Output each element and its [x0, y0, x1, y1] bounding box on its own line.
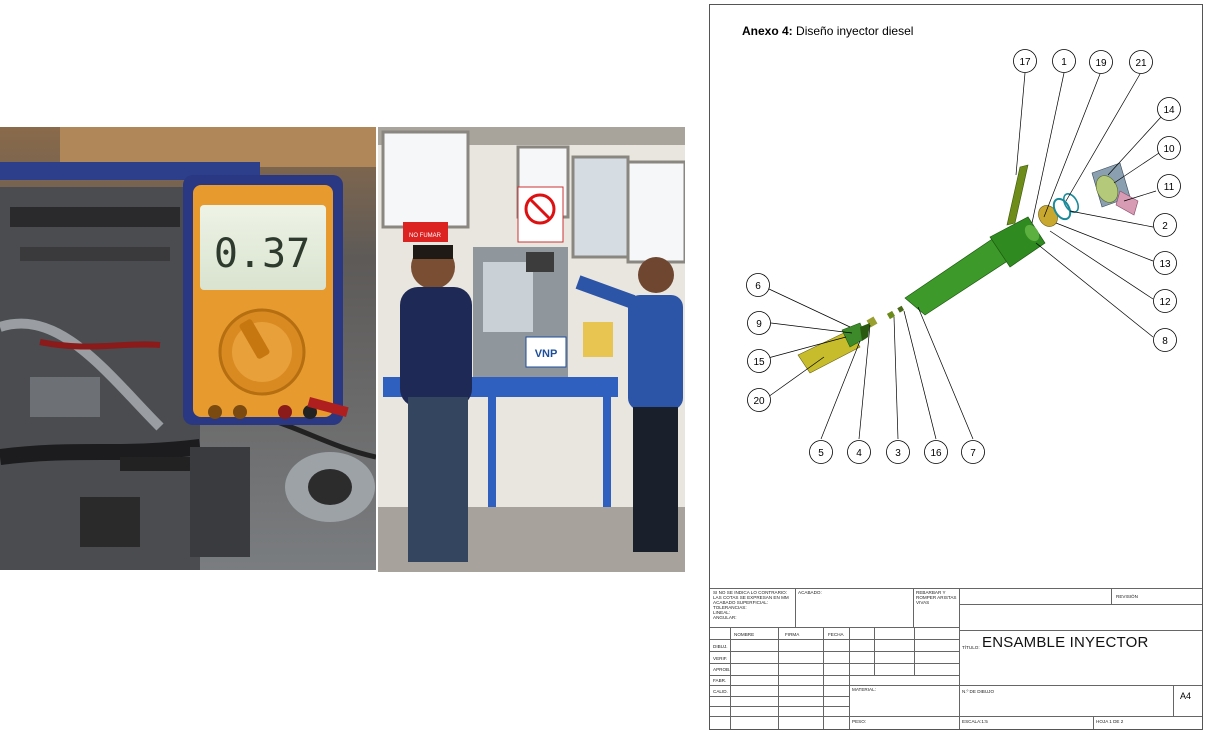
balloon-label: 17 [1019, 57, 1031, 68]
balloon-7 [961, 440, 985, 464]
balloon-label: 12 [1159, 297, 1171, 308]
balloon-20 [747, 388, 771, 412]
row-fabr: FABR. [713, 678, 727, 683]
balloon-label: 2 [1162, 221, 1168, 232]
balloon-9 [747, 311, 771, 335]
balloon-16 [924, 440, 948, 464]
col-firma: FIRMA [785, 632, 800, 637]
balloon-2 [1153, 213, 1177, 237]
balloon-leaders [767, 72, 1162, 440]
general-notes: SI NO SE INDICA LO CONTRARIO: LAS COTAS … [713, 590, 789, 620]
injector-test-bench-photo: NO FUMAR VNP [378, 127, 685, 572]
no-smoking-sign-text: NO FUMAR [409, 233, 442, 239]
balloon-label: 5 [818, 448, 824, 459]
machine-logo-text: VNP [535, 348, 558, 360]
sheet-size: A4 [1180, 691, 1192, 701]
balloon-label: 21 [1135, 58, 1147, 69]
balloon-label: 14 [1163, 105, 1175, 116]
row-dibuj: DIBUJ. [713, 644, 728, 649]
balloon-5 [809, 440, 833, 464]
injector-exploded-view [797, 162, 1139, 374]
titulo-label: TÍTULO: [962, 645, 980, 650]
acabado-label: ACABADO: [798, 590, 822, 595]
balloon-label: 1 [1061, 57, 1067, 68]
drawing-title: ENSAMBLE INYECTOR [982, 634, 1149, 651]
balloon-8 [1153, 328, 1177, 352]
balloon-label: 19 [1095, 58, 1107, 69]
annex-title-text: Diseño inyector diesel [796, 24, 914, 38]
balloon-1 [1052, 49, 1076, 73]
row-verif: VERIF. [713, 656, 728, 661]
multimeter-display-value: 0.37 [214, 231, 310, 277]
peso-label: PESO: [852, 719, 867, 724]
injector-assembly-drawing: 17 1 19 21 14 10 11 2 13 12 8 6 9 15 20 … [746, 49, 1181, 464]
balloon-4 [847, 440, 871, 464]
balloon-label: 8 [1162, 336, 1168, 347]
balloon-label: 10 [1163, 144, 1175, 155]
engine-multimeter-photo: 0.37 [0, 127, 376, 570]
annex-label: Anexo 4: [742, 24, 793, 38]
balloon-11 [1157, 174, 1181, 198]
balloon-13 [1153, 251, 1177, 275]
material-label: MATERIAL: [852, 687, 876, 692]
balloon-15 [747, 349, 771, 373]
balloon-label: 9 [756, 319, 762, 330]
balloon-14 [1157, 97, 1181, 121]
rebarbar-label: REBARBAR Y ROMPER ARISTAS VIVAS [916, 590, 957, 605]
balloon-label: 11 [1164, 182, 1175, 193]
balloon-6 [746, 273, 770, 297]
engine-multimeter-illustration: 0.37 [0, 127, 376, 570]
balloon-label: 7 [970, 448, 976, 459]
escala-label: ESCALA:1:5 [962, 719, 988, 724]
hoja-label: HOJA 1 DE 2 [1096, 719, 1124, 724]
test-bench-illustration: NO FUMAR VNP [378, 127, 685, 572]
balloon-label: 20 [753, 396, 765, 407]
balloon-21 [1129, 50, 1153, 74]
col-nombre: NOMBRE [734, 632, 755, 637]
col-fecha: FECHA [828, 632, 844, 637]
balloon-19 [1089, 50, 1113, 74]
balloon-label: 6 [755, 281, 761, 292]
balloons [746, 49, 1181, 464]
balloon-3 [886, 440, 910, 464]
drawing-sheet: Anexo 4: Diseño inyector diesel [709, 4, 1203, 730]
balloon-label: 13 [1159, 259, 1171, 270]
balloon-17 [1013, 49, 1037, 73]
revision-label: REVISIÓN [1116, 594, 1138, 599]
balloon-10 [1157, 136, 1181, 160]
balloon-12 [1153, 289, 1177, 313]
drawing-number-label: N.º DE DIBUJO [962, 689, 995, 694]
row-calid: CALID. [713, 689, 728, 694]
balloon-label: 16 [930, 448, 942, 459]
balloon-label: 15 [753, 357, 765, 368]
balloon-label: 4 [856, 448, 862, 459]
balloon-label: 3 [895, 448, 901, 459]
row-aprob: APROB. [713, 667, 731, 672]
annex-heading: Anexo 4: Diseño inyector diesel [742, 24, 913, 38]
